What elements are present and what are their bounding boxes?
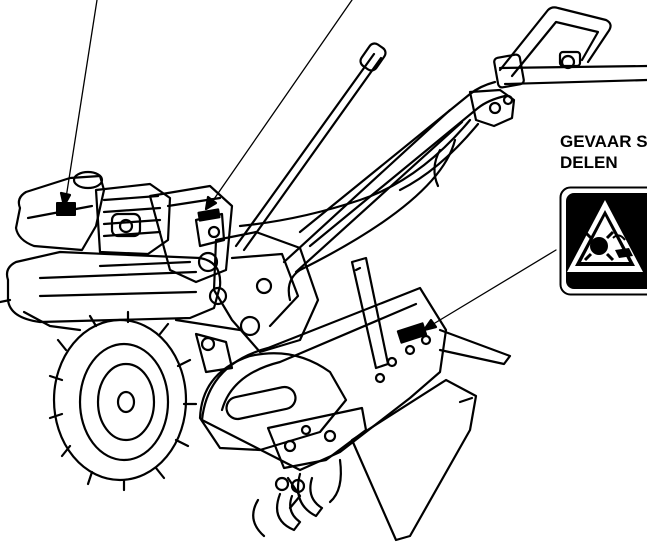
leader-line-tine-shield-label bbox=[429, 249, 557, 327]
belt-guard bbox=[0, 250, 222, 332]
tine-shield bbox=[198, 256, 512, 542]
wheel bbox=[48, 310, 198, 492]
arrowhead-shield bbox=[422, 318, 438, 332]
label-decal-handle bbox=[197, 208, 221, 222]
engine bbox=[14, 170, 234, 284]
label-decals bbox=[56, 202, 428, 344]
label-decal-shield bbox=[396, 322, 428, 344]
rotating-tines-hazard-icon bbox=[559, 186, 647, 296]
warning-title: GEVAAR S DELEN bbox=[560, 131, 647, 173]
leader-line-engine-label bbox=[65, 0, 98, 199]
leader-lines bbox=[65, 0, 557, 327]
warning-title-line2: DELEN bbox=[560, 153, 618, 172]
leader-line-handle-label bbox=[211, 0, 353, 203]
label-decal-engine bbox=[56, 202, 76, 216]
warning-title-line1: GEVAAR S bbox=[560, 132, 647, 151]
frame bbox=[174, 230, 320, 374]
handlebar bbox=[234, 6, 647, 302]
